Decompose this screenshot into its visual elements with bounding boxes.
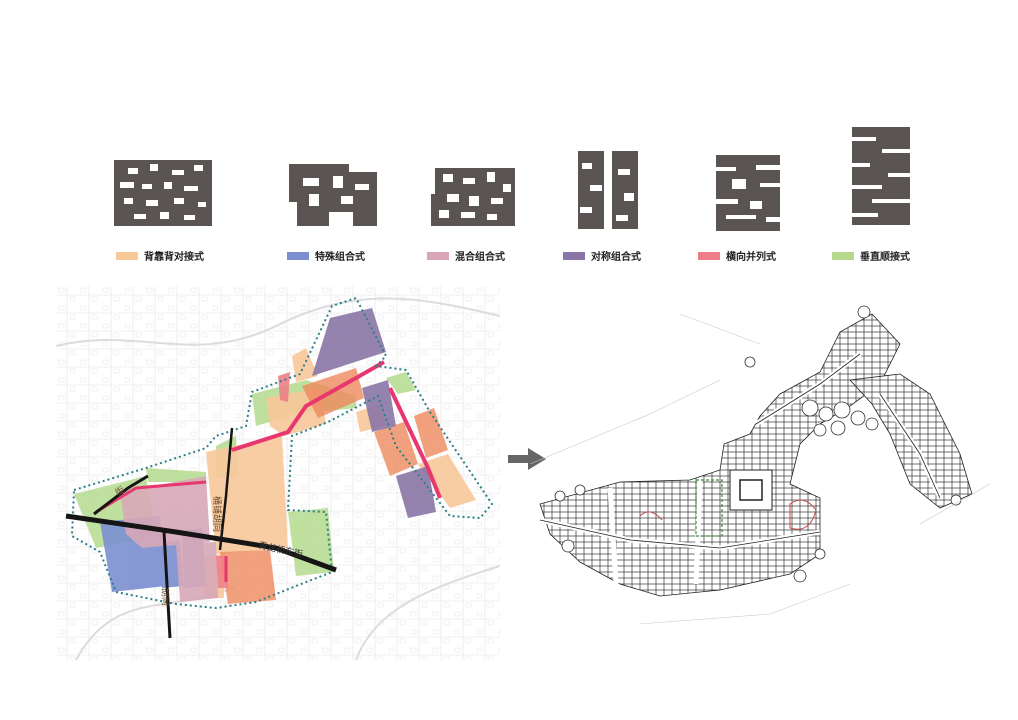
plan-courtyard — [729, 469, 773, 511]
pink-road-north — [231, 360, 385, 452]
legend-item-vertical: 垂直顺接式 — [832, 248, 910, 263]
legend-swatch — [287, 251, 309, 260]
typology-thumb-horizontal — [716, 155, 780, 231]
typology-thumb-vertical — [852, 127, 910, 225]
legend-label: 横向并列式 — [726, 252, 776, 263]
legend-label: 背靠背对接式 — [144, 252, 204, 263]
label-south-lane: 胡同 — [159, 588, 172, 606]
legend-label: 垂直顺接式 — [860, 252, 910, 263]
legend-swatch — [698, 251, 720, 260]
road-west-diag — [93, 474, 149, 516]
road-qinglongqiao — [65, 513, 337, 573]
plan-building-blocks — [539, 313, 973, 597]
typology-thumb-symmetric — [578, 151, 638, 229]
legend-item-special: 特殊组合式 — [287, 248, 365, 263]
plan-garden — [554, 305, 962, 583]
typology-thumb-back-to-back — [114, 160, 212, 226]
legend-item-mixed: 混合组合式 — [427, 248, 505, 263]
legend-label: 对称组合式 — [591, 252, 641, 263]
legend-swatch — [832, 251, 854, 260]
legend-label: 混合组合式 — [455, 252, 505, 263]
legend-swatch — [563, 251, 585, 260]
site-boundary — [70, 296, 494, 610]
typology-thumb-mixed — [431, 168, 515, 226]
zone-mixed — [120, 476, 218, 602]
legend-swatch — [427, 251, 449, 260]
road-tongpu — [218, 427, 234, 551]
legend-label: 特殊组合式 — [315, 252, 365, 263]
zone-symmetric — [312, 308, 436, 518]
arrow-right-icon — [508, 448, 546, 470]
label-tongpu: 桶铺胡同 — [211, 496, 223, 532]
zoning-map: 桶铺胡同 青龙桥东街 胡同 街 — [56, 286, 500, 660]
road-south — [162, 531, 172, 639]
legend-item-horizontal: 横向并列式 — [698, 248, 776, 263]
legend-swatch — [116, 251, 138, 260]
plan-drawing — [520, 284, 1000, 664]
typology-thumb-special — [289, 164, 377, 226]
legend-item-back-to-back: 背靠背对接式 — [116, 248, 204, 263]
legend-item-symmetric: 对称组合式 — [563, 248, 641, 263]
pink-road-east — [388, 387, 442, 499]
